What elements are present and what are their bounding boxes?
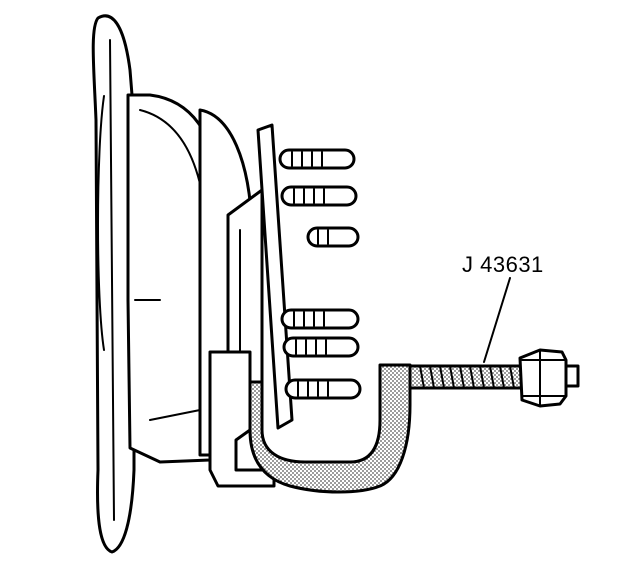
tool-callout-label: J 43631 — [462, 252, 544, 277]
c-frame-tool — [248, 363, 412, 494]
wheel-studs — [278, 148, 362, 400]
wheel-stud-1 — [278, 148, 356, 170]
wheel-stud-2 — [280, 185, 358, 207]
backing-plate — [91, 14, 136, 554]
wheel-stud-4 — [280, 308, 360, 330]
hex-nut — [518, 348, 580, 408]
callout-leader — [483, 277, 511, 363]
forcing-screw — [408, 364, 524, 390]
wheel-stud-3 — [306, 226, 360, 248]
wheel-stud-5 — [282, 336, 360, 358]
wheel-stud-6 — [284, 378, 362, 400]
